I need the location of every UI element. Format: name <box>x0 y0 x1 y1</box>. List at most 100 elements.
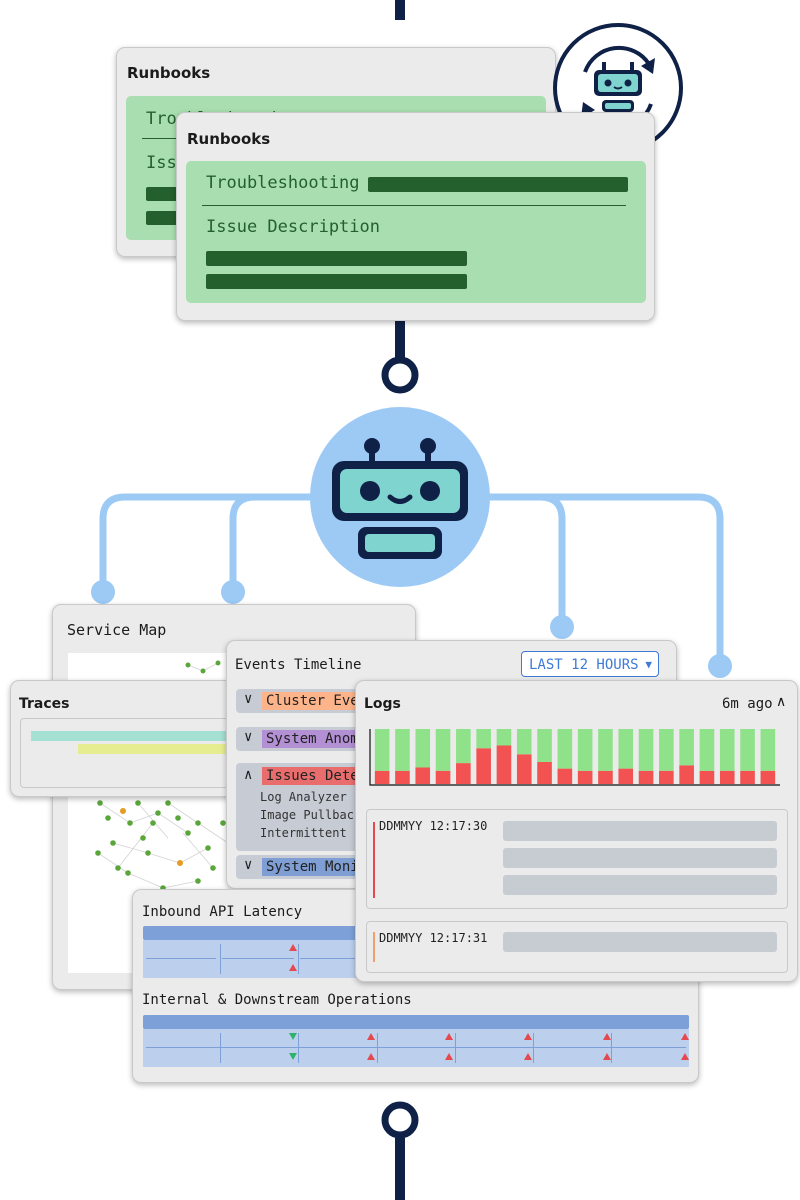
histogram-bar-segment <box>516 754 532 784</box>
histogram-bar-segment <box>760 729 776 771</box>
service-map-title: Service Map <box>67 621 167 639</box>
histogram-bar-segment <box>456 729 471 764</box>
chevron-down-icon: ∨ <box>244 729 253 745</box>
service-map-graph <box>95 660 229 891</box>
trend-up-icon <box>367 1033 375 1040</box>
histogram-bar-segment <box>557 729 573 769</box>
issue-item[interactable]: Log Analyzer <box>260 790 347 804</box>
histogram-bar-segment <box>699 729 715 771</box>
logs-histogram <box>369 729 780 786</box>
issue-item[interactable]: Intermittent <box>260 826 347 840</box>
log-severity-accent <box>373 932 375 962</box>
table-body <box>143 1029 689 1067</box>
histogram-bar-segment <box>598 770 613 784</box>
histogram-bar-segment <box>537 729 552 762</box>
runbooks-title: Runbooks <box>187 130 271 148</box>
histogram-bar-segment <box>435 770 451 784</box>
chevron-down-icon: ∨ <box>244 691 253 707</box>
internal-operations-table <box>143 1015 689 1067</box>
trace-span <box>78 744 271 754</box>
trend-up-icon <box>445 1033 453 1040</box>
histogram-bar-segment <box>659 729 674 771</box>
log-line-placeholder <box>503 848 777 868</box>
trend-up-icon <box>367 1053 375 1060</box>
divider <box>202 205 626 206</box>
histogram-bar-segment <box>395 770 410 784</box>
trend-up-icon <box>289 944 297 951</box>
histogram-bar-segment <box>456 763 471 784</box>
log-entry[interactable]: DDMMYY 12:17:31 <box>366 921 788 973</box>
histogram-bar-segment <box>699 770 715 784</box>
histogram-bar-segment <box>476 729 491 749</box>
histogram-bar-segment <box>740 770 755 784</box>
event-group-label: System Monitor <box>262 858 376 876</box>
text-placeholder-bar <box>206 274 467 289</box>
histogram-bar-segment <box>719 770 735 784</box>
histogram-bar-segment <box>598 729 613 771</box>
log-timestamp: DDMMYY 12:17:30 <box>379 819 488 833</box>
runbooks-title: Runbooks <box>127 64 211 82</box>
logs-title: Logs <box>364 696 401 712</box>
traces-title: Traces <box>19 696 70 712</box>
histogram-bar-segment <box>415 767 431 784</box>
logs-age: 6m ago <box>722 696 773 712</box>
internal-operations-title: Internal & Downstream Operations <box>142 992 412 1008</box>
histogram-bar-segment <box>496 745 512 784</box>
trend-down-icon <box>289 1053 297 1060</box>
trend-down-icon <box>289 1033 297 1040</box>
robot-icon <box>310 407 490 587</box>
histogram-bar-segment <box>679 765 694 784</box>
histogram-bar-segment <box>618 768 634 784</box>
trend-up-icon <box>445 1053 453 1060</box>
time-range-dropdown[interactable]: LAST 12 HOURS ▼ <box>521 651 659 677</box>
histogram-bar-segment <box>618 729 634 769</box>
histogram-bar-segment <box>435 729 451 771</box>
text-placeholder-bar <box>368 177 628 192</box>
trend-up-icon <box>681 1053 689 1060</box>
trend-up-icon <box>681 1033 689 1040</box>
histogram-bar-segment <box>577 770 593 784</box>
histogram-bar-segment <box>374 770 390 784</box>
log-timestamp: DDMMYY 12:17:31 <box>379 931 488 945</box>
event-group-label: Cluster Events <box>262 692 376 710</box>
histogram-bar-segment <box>719 729 735 771</box>
histogram-bar-segment <box>374 729 390 771</box>
troubleshooting-label: Troubleshooting <box>206 173 360 193</box>
histogram-bar-segment <box>659 770 674 784</box>
histogram-bar-segment <box>577 729 593 771</box>
histogram-bar-segment <box>537 762 552 784</box>
log-entry[interactable]: DDMMYY 12:17:30 <box>366 809 788 909</box>
trace-span <box>31 731 271 741</box>
event-group-monitor[interactable]: ∨ System Monitor <box>236 855 376 879</box>
trend-up-icon <box>524 1033 532 1040</box>
event-group-issues[interactable]: ∧ Issues Detected Log Analyzer Image Pul… <box>236 763 376 851</box>
log-line-placeholder <box>503 821 777 841</box>
chevron-down-icon: ∨ <box>244 857 253 873</box>
time-range-label: LAST 12 HOURS <box>529 657 639 673</box>
table-header <box>143 1015 689 1029</box>
runbook-panel: Troubleshooting Issue Description <box>186 161 646 303</box>
log-line-placeholder <box>503 875 777 895</box>
trend-up-icon <box>289 964 297 971</box>
events-timeline-title: Events Timeline <box>235 657 362 673</box>
log-severity-accent <box>373 822 375 898</box>
histogram-bar-segment <box>760 770 776 784</box>
caret-down-icon: ▼ <box>645 658 652 671</box>
text-placeholder-bar <box>206 251 467 266</box>
runbooks-card-front[interactable]: Runbooks Troubleshooting Issue Descripti… <box>176 112 655 321</box>
trend-up-icon <box>524 1053 532 1060</box>
histogram-bar-segment <box>638 770 654 784</box>
chart-axis <box>369 729 780 786</box>
histogram-bar-segment <box>638 729 654 771</box>
histogram-bar-segment <box>740 729 755 771</box>
event-group-label: System Anomalies <box>262 730 376 748</box>
event-group-label: Issues Detected <box>262 767 376 785</box>
chevron-up-icon[interactable]: ∧ <box>776 693 787 709</box>
logs-card[interactable]: Logs 6m ago ∧ DDMMYY 12:17:30 DDMMYY 12:… <box>355 680 798 982</box>
histogram-bar-segment <box>496 729 512 746</box>
issue-item[interactable]: Image Pullback <box>260 808 362 822</box>
event-group-anomalies[interactable]: ∨ System Anomalies <box>236 727 376 751</box>
histogram-bar-segment <box>415 729 431 768</box>
event-group-cluster[interactable]: ∨ Cluster Events <box>236 689 376 713</box>
